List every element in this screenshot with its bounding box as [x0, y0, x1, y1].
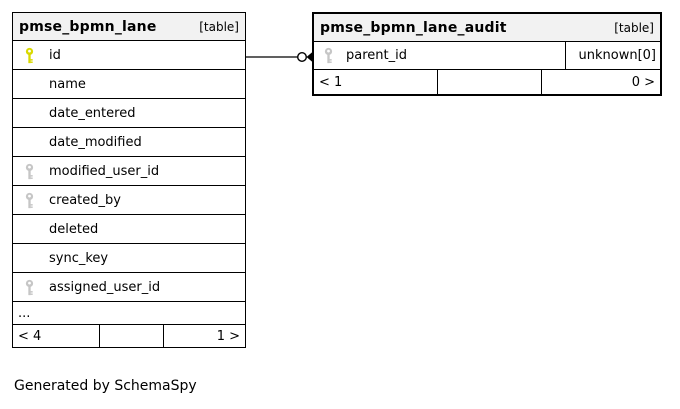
column-name: modified_user_id — [49, 163, 160, 179]
footer-middle-cell — [100, 325, 164, 347]
table-type-label: [table] — [199, 19, 239, 34]
foreign-key-icon — [23, 163, 35, 180]
column-name: parent_id — [346, 48, 407, 63]
column-name: sync_key — [49, 250, 109, 266]
table-footer: < 1 0 > — [314, 70, 660, 94]
column-row-sync-key: sync_key — [13, 244, 245, 273]
column-row-parent-id: parent_id unknown[0] — [314, 42, 660, 70]
column-name: name — [49, 76, 86, 92]
generated-by-text: Generated by SchemaSpy — [14, 378, 197, 394]
column-row-assigned-user-id: assigned_user_id — [13, 273, 245, 302]
column-row-name: name — [13, 70, 245, 99]
footer-middle-cell — [438, 70, 542, 94]
column-row-deleted: deleted — [13, 215, 245, 244]
table-name: pmse_bpmn_lane — [19, 18, 157, 35]
foreign-key-icon — [23, 192, 35, 209]
table-header: pmse_bpmn_lane_audit [table] — [314, 14, 660, 42]
footer-children-count: 1 > — [216, 328, 240, 344]
foreign-key-icon — [23, 279, 35, 296]
footer-parents-count: < 1 — [314, 70, 438, 94]
column-row-created-by: created_by — [13, 186, 245, 215]
table-pmse-bpmn-lane[interactable]: pmse_bpmn_lane [table] id name date_ente… — [12, 12, 246, 348]
column-name: date_modified — [49, 134, 142, 150]
column-name: created_by — [49, 192, 121, 208]
column-name: id — [49, 47, 61, 63]
column-name: deleted — [49, 221, 99, 237]
column-row-modified-user-id: modified_user_id — [13, 157, 245, 186]
column-name: assigned_user_id — [49, 279, 161, 295]
more-columns-ellipsis: ... — [13, 302, 245, 325]
table-name: pmse_bpmn_lane_audit — [320, 19, 507, 36]
table-type-label: [table] — [614, 20, 654, 35]
column-type: unknown[0] — [578, 48, 657, 63]
foreign-key-icon — [322, 47, 334, 64]
table-pmse-bpmn-lane-audit[interactable]: pmse_bpmn_lane_audit [table] parent_id u… — [312, 12, 662, 96]
footer-parents-count: < 4 — [13, 325, 100, 347]
column-name: date_entered — [49, 105, 136, 121]
table-header: pmse_bpmn_lane [table] — [13, 13, 245, 41]
arrowhead — [306, 52, 312, 62]
table-footer: < 4 1 > — [13, 325, 245, 347]
relationship-connector — [246, 51, 312, 63]
primary-key-icon — [23, 47, 35, 64]
zero-or-one-circle — [297, 51, 308, 63]
column-row-id: id — [13, 41, 245, 70]
column-row-date-modified: date_modified — [13, 128, 245, 157]
column-row-date-entered: date_entered — [13, 99, 245, 128]
footer-children-count: 0 > — [631, 74, 655, 90]
